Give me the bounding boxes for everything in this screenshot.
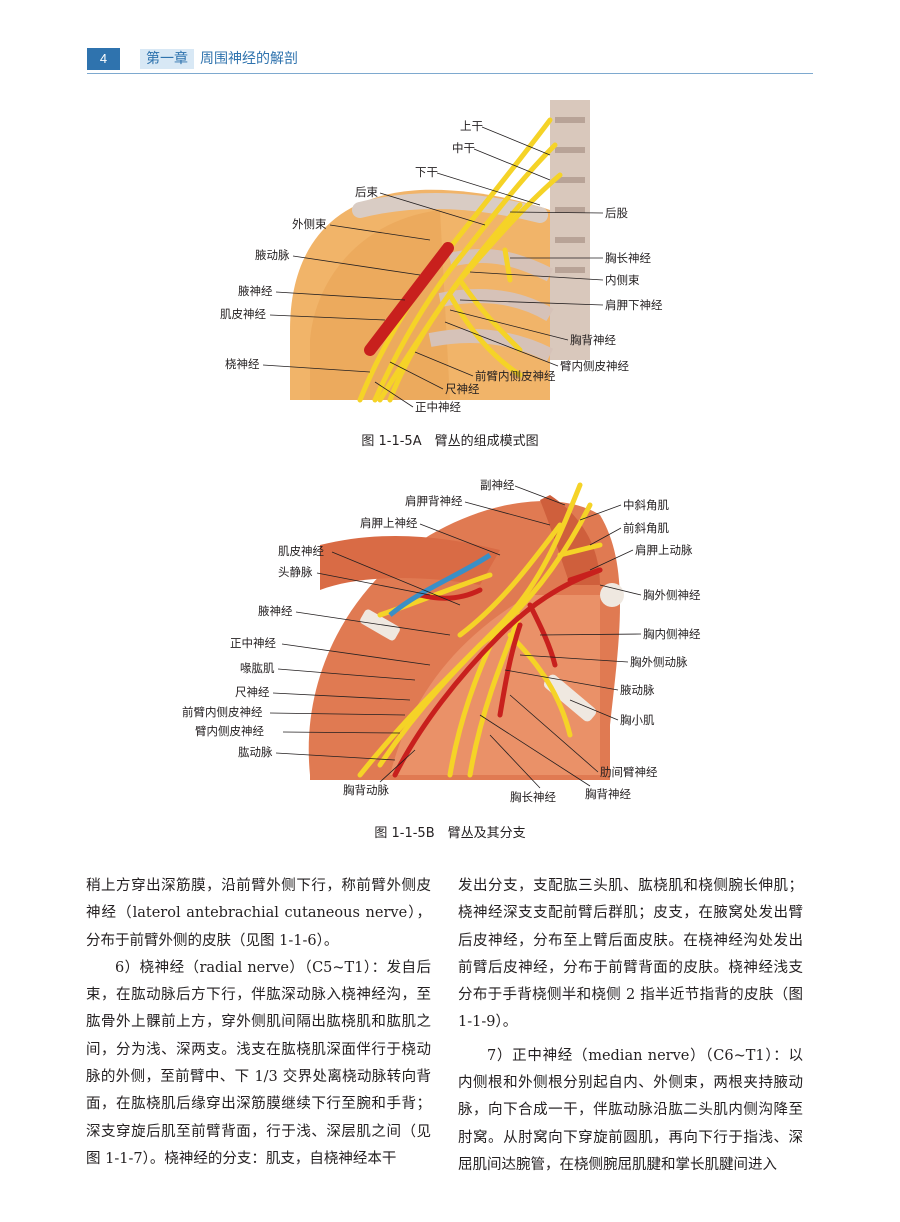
label-upper-trunk: 上干 <box>460 119 483 133</box>
label-thoracodorsal-nerve: 胸背神经 <box>585 787 631 801</box>
paragraph: 发出分支，支配肱三头肌、肱桡肌和桡侧腕长伸肌；桡神经深支支配前臂后群肌；皮支，在… <box>458 878 803 1031</box>
chapter-heading: 第一章周围神经的解剖 <box>140 48 298 70</box>
text-column-right: 发出分支，支配肱三头肌、肱桡肌和桡侧腕长伸肌；桡神经深支支配前臂后群肌；皮支，在… <box>458 873 803 1179</box>
label-ulnar-nerve: 尺神经 <box>445 382 480 396</box>
axillary-artery-shape <box>364 242 454 356</box>
label-medial-antebrachial-cutaneous: 前臂内侧皮神经 <box>182 705 263 719</box>
text-column-left: 稍上方穿出深筋膜，沿前臂外侧下行，称前臂外侧皮神经（laterol antebr… <box>86 873 431 1173</box>
label-lateral-cord: 外侧束 <box>292 217 327 231</box>
label-posterior-cord: 后束 <box>355 185 378 199</box>
paragraph: 稍上方穿出深筋膜，沿前臂外侧下行，称前臂外侧皮神经（laterol antebr… <box>86 878 431 949</box>
label-lower-trunk: 下干 <box>415 165 438 179</box>
label-axillary-nerve: 腋神经 <box>238 284 273 298</box>
label-coracobrachialis: 喙肱肌 <box>240 661 275 675</box>
label-axillary-artery: 腋动脉 <box>255 248 290 262</box>
label-anterior-scalene: 前斜角肌 <box>623 521 669 535</box>
nerve-branches <box>357 482 603 778</box>
label-lateral-thoracic-artery: 胸外侧动脉 <box>630 655 688 669</box>
paragraph: 6）桡神经（radial nerve）（C5~T1）：发自后束，在肱动脉后方下行… <box>86 959 431 1167</box>
label-suprascapular-nerve: 肩胛上神经 <box>360 516 418 530</box>
label-middle-scalene: 中斜角肌 <box>623 498 669 512</box>
chapter-title: 周围神经的解剖 <box>200 51 298 67</box>
spine-illustration <box>550 100 590 360</box>
label-axillary-artery: 腋动脉 <box>620 683 655 697</box>
figure-b-labels: 副神经 肩胛背神经 肩胛上神经 中斜角肌 前斜角肌 肩胛上动脉 肌皮神经 头静脉… <box>182 478 701 804</box>
label-medial-antebrachial-cutaneous: 前臂内侧皮神经 <box>475 369 556 383</box>
label-medial-cord: 内侧束 <box>605 273 640 287</box>
label-long-thoracic-nerve: 胸长神经 <box>605 251 651 265</box>
label-posterior-division: 后股 <box>605 206 628 220</box>
figure-a-brachial-plexus-schematic: 上干 中干 下干 后束 外侧束 腋动脉 腋神经 肌皮神经 桡神经 后股 胸长神经… <box>220 100 680 420</box>
label-median-nerve: 正中神经 <box>415 400 461 414</box>
label-subscapular-nerve: 肩胛下神经 <box>605 298 663 312</box>
label-musculocutaneous-nerve: 肌皮神经 <box>278 544 324 558</box>
paragraph: 7）正中神经（median nerve）（C6~T1）：以内侧根和外侧根分别起自… <box>458 1047 803 1173</box>
label-medial-brachial-cutaneous: 臂内侧皮神经 <box>560 359 629 373</box>
label-pectoralis-minor: 胸小肌 <box>620 713 655 727</box>
label-middle-trunk: 中干 <box>452 141 475 155</box>
figure-b-caption: 图 1-1-5B 臂丛及其分支 <box>374 826 526 841</box>
header-rule <box>87 73 813 74</box>
label-cephalic-vein: 头静脉 <box>278 565 313 579</box>
label-dorsal-scapular-nerve: 肩胛背神经 <box>405 494 463 508</box>
label-long-thoracic-nerve: 胸长神经 <box>510 790 556 804</box>
label-median-nerve: 正中神经 <box>230 636 276 650</box>
label-axillary-nerve: 腋神经 <box>258 604 293 618</box>
label-intercostobrachial-nerve: 肋间臂神经 <box>600 765 658 779</box>
label-brachial-artery: 肱动脉 <box>238 745 273 759</box>
label-lateral-pectoral-nerve: 胸外侧神经 <box>643 588 701 602</box>
page-number: 4 <box>87 48 120 70</box>
figure-a-labels: 上干 中干 下干 后束 外侧束 腋动脉 腋神经 肌皮神经 桡神经 后股 胸长神经… <box>220 119 663 414</box>
label-ulnar-nerve: 尺神经 <box>235 685 270 699</box>
label-medial-brachial-cutaneous: 臂内侧皮神经 <box>195 724 264 738</box>
figure-a-caption: 图 1-1-5A 臂丛的组成模式图 <box>361 434 539 449</box>
label-musculocutaneous-nerve: 肌皮神经 <box>220 307 266 321</box>
label-medial-pectoral-nerve: 胸内侧神经 <box>643 627 701 641</box>
cephalic-vein-shape <box>388 552 492 617</box>
chapter-tag: 第一章 <box>140 49 194 69</box>
figure-b-brachial-plexus-branches: 副神经 肩胛背神经 肩胛上神经 中斜角肌 前斜角肌 肩胛上动脉 肌皮神经 头静脉… <box>160 475 740 810</box>
label-radial-nerve: 桡神经 <box>225 357 260 371</box>
label-suprascapular-artery: 肩胛上动脉 <box>635 543 693 557</box>
label-thoracodorsal-nerve: 胸背神经 <box>570 333 616 347</box>
label-accessory-nerve: 副神经 <box>480 478 515 492</box>
label-thoracodorsal-artery: 胸背动脉 <box>343 783 389 797</box>
